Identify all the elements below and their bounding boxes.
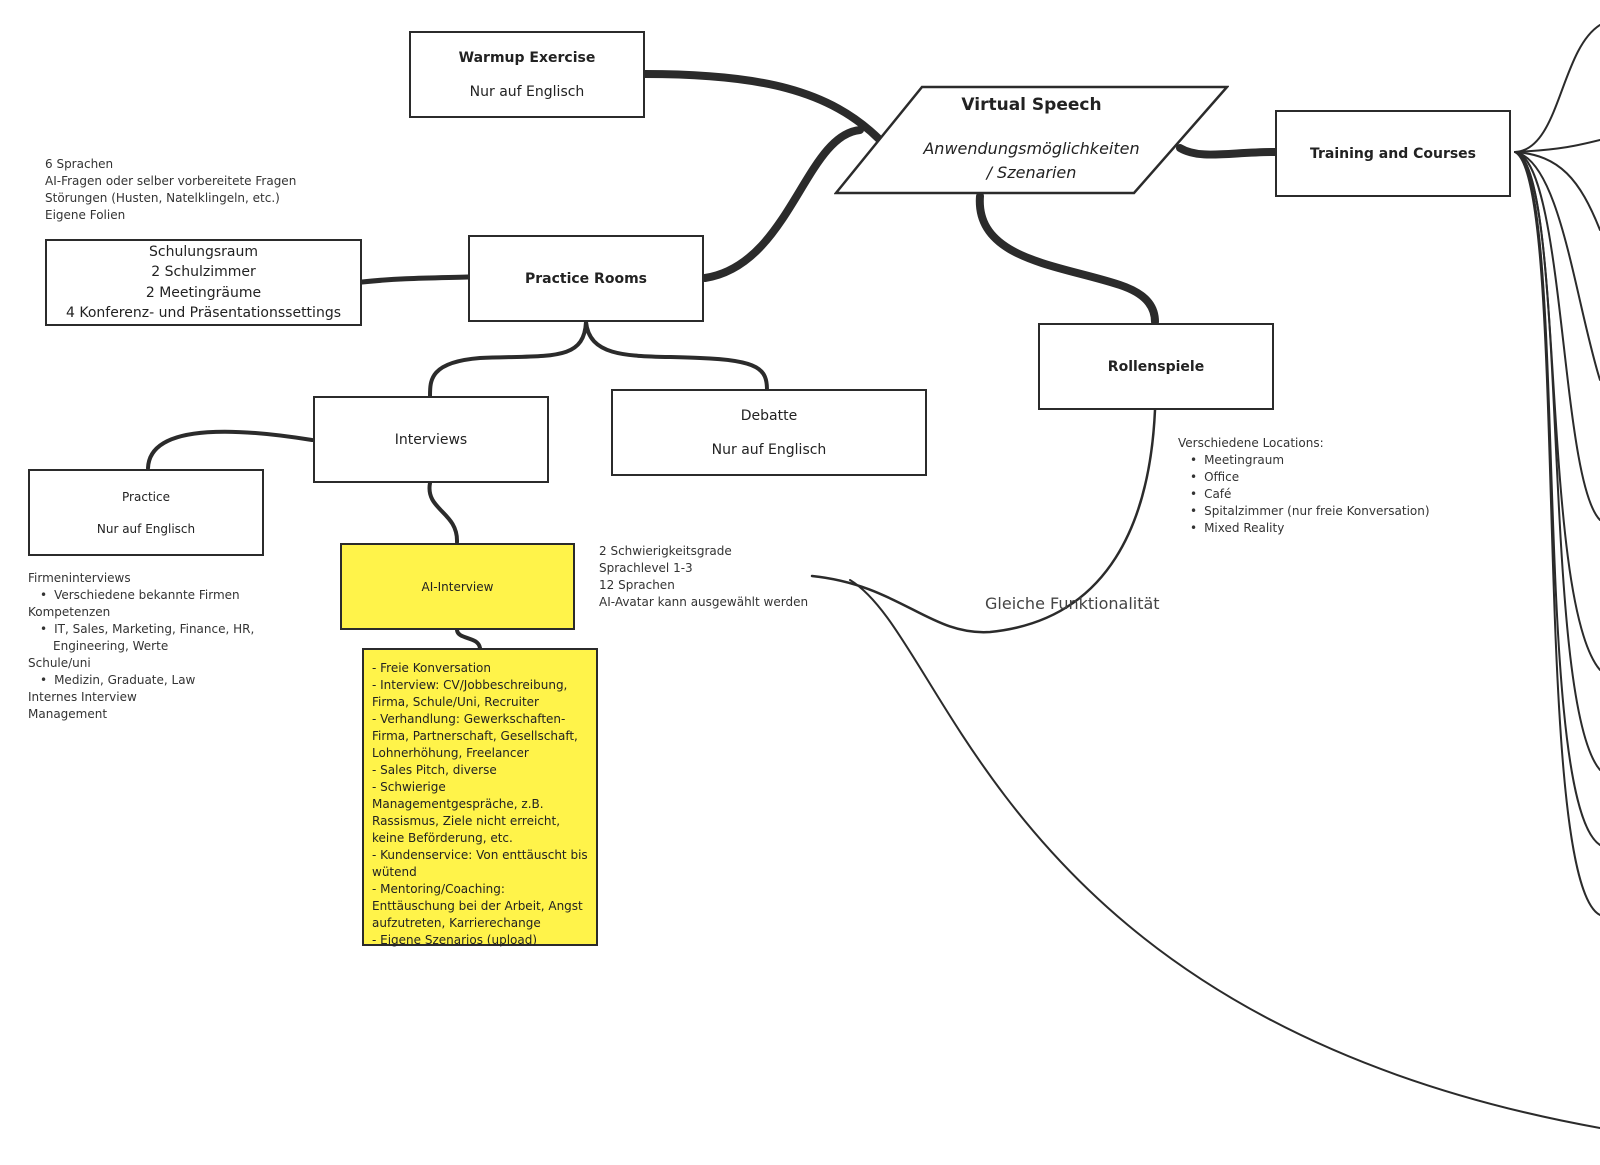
ai-interview-note: 2 Schwierigkeitsgrade Sprachlevel 1-3 12… (599, 543, 808, 611)
rollenspiele-title: Rollenspiele (1107, 358, 1205, 375)
note-line: Internes Interview (28, 690, 137, 704)
practice-note: Firmeninterviews Verschiedene bekannte F… (28, 570, 254, 723)
scenario-item: - Eigene Szenarios (upload) (372, 933, 538, 947)
note-bullet: IT, Sales, Marketing, Finance, HR, (53, 621, 254, 638)
schulungsraum-node[interactable]: Schulungsraum 2 Schulzimmer 2 Meetingräu… (45, 239, 362, 326)
schulungsraum-line: 2 Meetingräume (145, 284, 262, 301)
warmup-subtitle: Nur auf Englisch (469, 83, 585, 100)
debatte-subtitle: Nur auf Englisch (711, 441, 827, 458)
note-line: Kompetenzen (28, 605, 111, 619)
ai-interview-node[interactable]: AI-Interview (340, 543, 575, 630)
warmup-title: Warmup Exercise (458, 49, 596, 66)
virtual-speech-center-node[interactable]: Virtual Speech Anwendungsmöglichkeiten /… (834, 85, 1229, 195)
note-line-indent: Engineering, Werte (53, 639, 169, 653)
location-item: Meetingraum (1203, 452, 1430, 469)
schulungsraum-line: 4 Konferenz- und Präsentationssettings (65, 305, 341, 321)
note-line: Verschiedene Locations: (1178, 436, 1324, 450)
gleiche-funktionalitaet-label: Gleiche Funktionalität (985, 594, 1160, 613)
scenario-list-box[interactable]: - Freie Konversation - Interview: CV/Job… (362, 648, 598, 947)
note-line: AI-Fragen oder selber vorbereitete Frage… (45, 174, 297, 188)
note-line: 12 Sprachen (599, 578, 675, 592)
center-subtitle-line2: / Szenarien (986, 163, 1077, 182)
scenario-item: - Verhandlung: Gewerkschaften-Firma, Par… (372, 712, 578, 760)
scenario-item: - Mentoring/Coaching: Enttäuschung bei d… (372, 882, 583, 930)
practice-subtitle: Nur auf Englisch (96, 521, 196, 536)
debatte-title: Debatte (740, 407, 798, 424)
note-line: Störungen (Husten, Natelklingeln, etc.) (45, 191, 280, 205)
note-line: AI-Avatar kann ausgewählt werden (599, 595, 809, 609)
note-line: Management (28, 707, 108, 721)
training-title: Training and Courses (1309, 145, 1477, 162)
debatte-node[interactable]: Debatte Nur auf Englisch (611, 389, 927, 476)
center-title: Virtual Speech (961, 95, 1102, 115)
note-line: Eigene Folien (45, 208, 126, 222)
scenario-item: - Freie Konversation (372, 661, 491, 675)
note-bullet: Verschiedene bekannte Firmen (53, 587, 254, 604)
note-line: Firmeninterviews (28, 571, 131, 585)
center-subtitle-line1: Anwendungsmöglichkeiten (923, 139, 1140, 158)
rollenspiele-locations-note: Verschiedene Locations: Meetingraum Offi… (1178, 435, 1430, 537)
note-line: Sprachlevel 1-3 (599, 561, 693, 575)
interviews-title: Interviews (394, 431, 468, 448)
location-item: Office (1203, 469, 1430, 486)
scenario-item: - Schwierige Managementgespräche, z.B. R… (372, 780, 561, 845)
scenario-item: - Interview: CV/Jobbeschreibung, Firma, … (372, 678, 568, 709)
training-courses-node[interactable]: Training and Courses (1275, 110, 1511, 197)
location-item: Café (1203, 486, 1430, 503)
location-item: Mixed Reality (1203, 520, 1430, 537)
rollenspiele-node[interactable]: Rollenspiele (1038, 323, 1274, 410)
note-line: 6 Sprachen (45, 157, 114, 171)
ai-interview-title: AI-Interview (421, 579, 494, 594)
practice-title: Practice (122, 489, 170, 504)
note-line: Schule/uni (28, 656, 91, 670)
practice-rooms-node[interactable]: Practice Rooms (468, 235, 704, 322)
note-line: 2 Schwierigkeitsgrade (599, 544, 732, 558)
schulungsraum-line: Schulungsraum (149, 243, 258, 260)
practice-rooms-title: Practice Rooms (524, 270, 647, 287)
location-item: Spitalzimmer (nur freie Konversation) (1203, 503, 1429, 520)
schulungsraum-line: 2 Schulzimmer (151, 264, 256, 280)
practice-node[interactable]: Practice Nur auf Englisch (28, 469, 264, 556)
practice-rooms-note: 6 Sprachen AI-Fragen oder selber vorbere… (45, 156, 296, 224)
warmup-exercise-node[interactable]: Warmup Exercise Nur auf Englisch (409, 31, 645, 118)
note-bullet: Medizin, Graduate, Law (53, 672, 254, 689)
parallelogram-shape (834, 85, 1229, 195)
scenario-item: - Kundenservice: Von enttäuscht bis wüte… (372, 848, 588, 879)
interviews-node[interactable]: Interviews (313, 396, 549, 483)
scenario-item: - Sales Pitch, diverse (372, 763, 497, 777)
